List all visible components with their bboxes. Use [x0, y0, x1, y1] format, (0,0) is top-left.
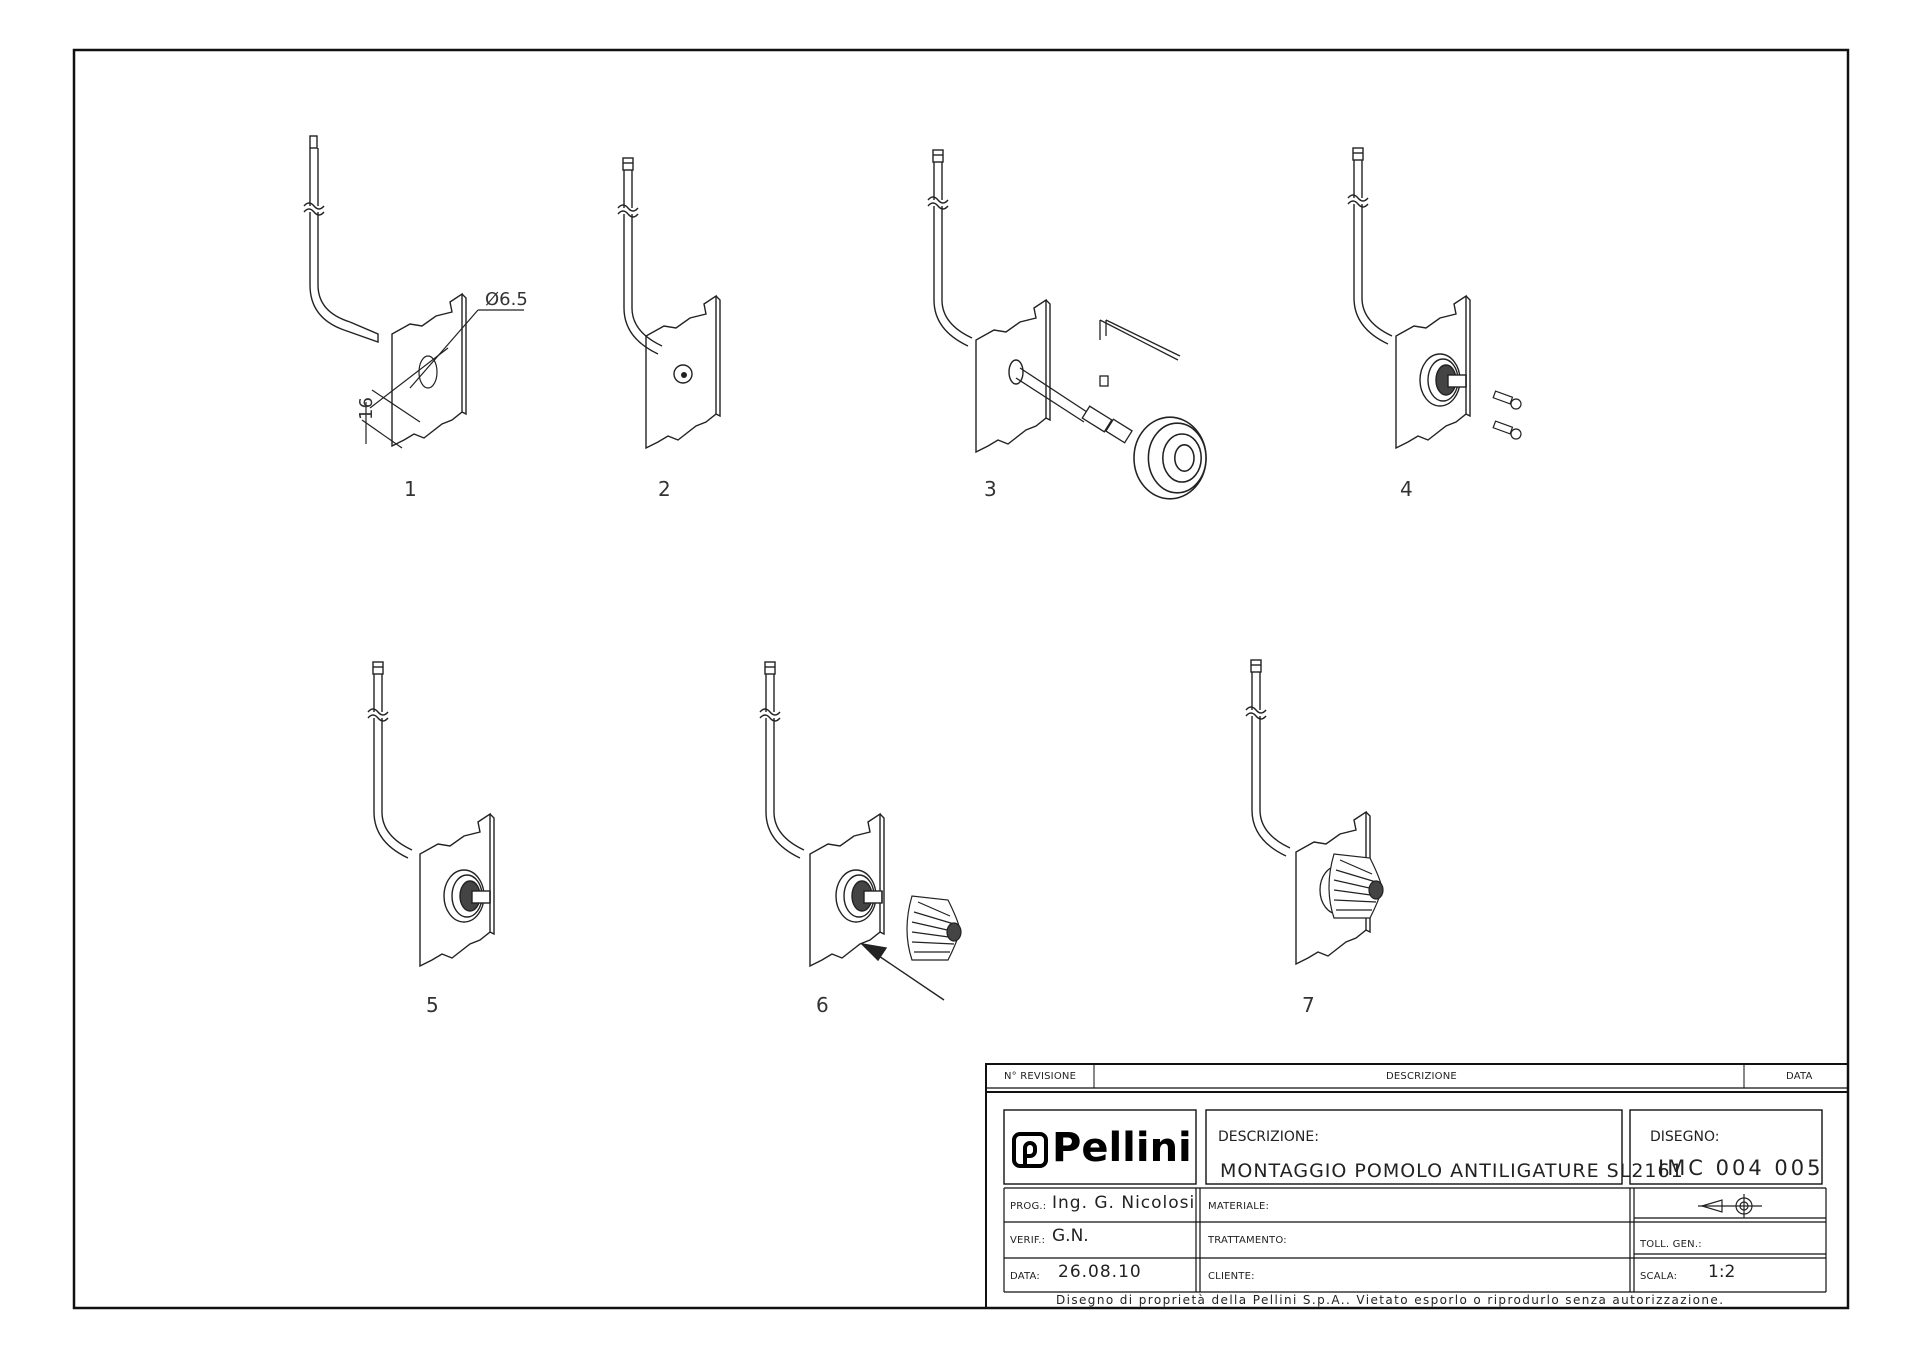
cliente-label: CLIENTE: [1208, 1271, 1255, 1282]
toll-gen-label: TOLL. GEN.: [1640, 1239, 1702, 1250]
step-number-1: 1 [404, 477, 417, 501]
brand-name: Pellini [1052, 1125, 1192, 1171]
title-block-frame [985, 1063, 1849, 1309]
step-number-7: 7 [1302, 993, 1315, 1017]
prog-label: PROG.: [1010, 1201, 1047, 1212]
ownership-footer: Disegno di proprietà della Pellini S.p.A… [1056, 1293, 1725, 1307]
step-6-drawing: 6 [759, 661, 962, 1017]
descrizione-value: MONTAGGIO POMOLO ANTILIGATURE SL2161 [1220, 1160, 1684, 1182]
distance-dimension: 16 [356, 397, 377, 420]
step-number-4: 4 [1400, 477, 1413, 501]
sheet-border [72, 48, 1850, 1310]
step-number-3: 3 [984, 477, 997, 501]
step-7-drawing: 7 [1245, 659, 1384, 1017]
data-value: 26.08.10 [1058, 1262, 1142, 1282]
revision-header: N° REVISIONE [1004, 1071, 1077, 1082]
scala-label: SCALA: [1640, 1271, 1678, 1282]
step-2-drawing: 2 [617, 157, 721, 501]
data-label: DATA: [1010, 1271, 1040, 1282]
verif-label: VERIF.: [1010, 1235, 1046, 1246]
pellini-logo: Pellini [1012, 1128, 1192, 1168]
verif-value: G.N. [1052, 1226, 1089, 1246]
step-number-6: 6 [816, 993, 829, 1017]
pellini-logo-icon [1012, 1132, 1048, 1168]
step-4-drawing: 4 [1347, 147, 1522, 501]
descrizione-label: DESCRIZIONE: [1218, 1129, 1319, 1145]
scala-value: 1:2 [1708, 1262, 1736, 1282]
materiale-label: MATERIALE: [1208, 1201, 1270, 1212]
prog-value: Ing. G. Nicolosi [1052, 1193, 1196, 1213]
diameter-dimension: Ø6.5 [485, 289, 528, 310]
step-3-drawing: 3 [927, 149, 1207, 501]
description-header: DESCRIZIONE [1386, 1071, 1457, 1082]
disegno-label: DISEGNO: [1650, 1129, 1720, 1145]
disegno-value: IMC 004 005 [1658, 1156, 1824, 1180]
projection-symbol-icon [1698, 1194, 1762, 1218]
step-number-2: 2 [658, 477, 671, 501]
step-number-5: 5 [426, 993, 439, 1017]
date-header: DATA [1786, 1071, 1813, 1082]
trattamento-label: TRATTAMENTO: [1208, 1235, 1287, 1246]
step-1-drawing: Ø6.5 16 1 [303, 135, 528, 501]
step-5-drawing: 5 [367, 661, 495, 1017]
